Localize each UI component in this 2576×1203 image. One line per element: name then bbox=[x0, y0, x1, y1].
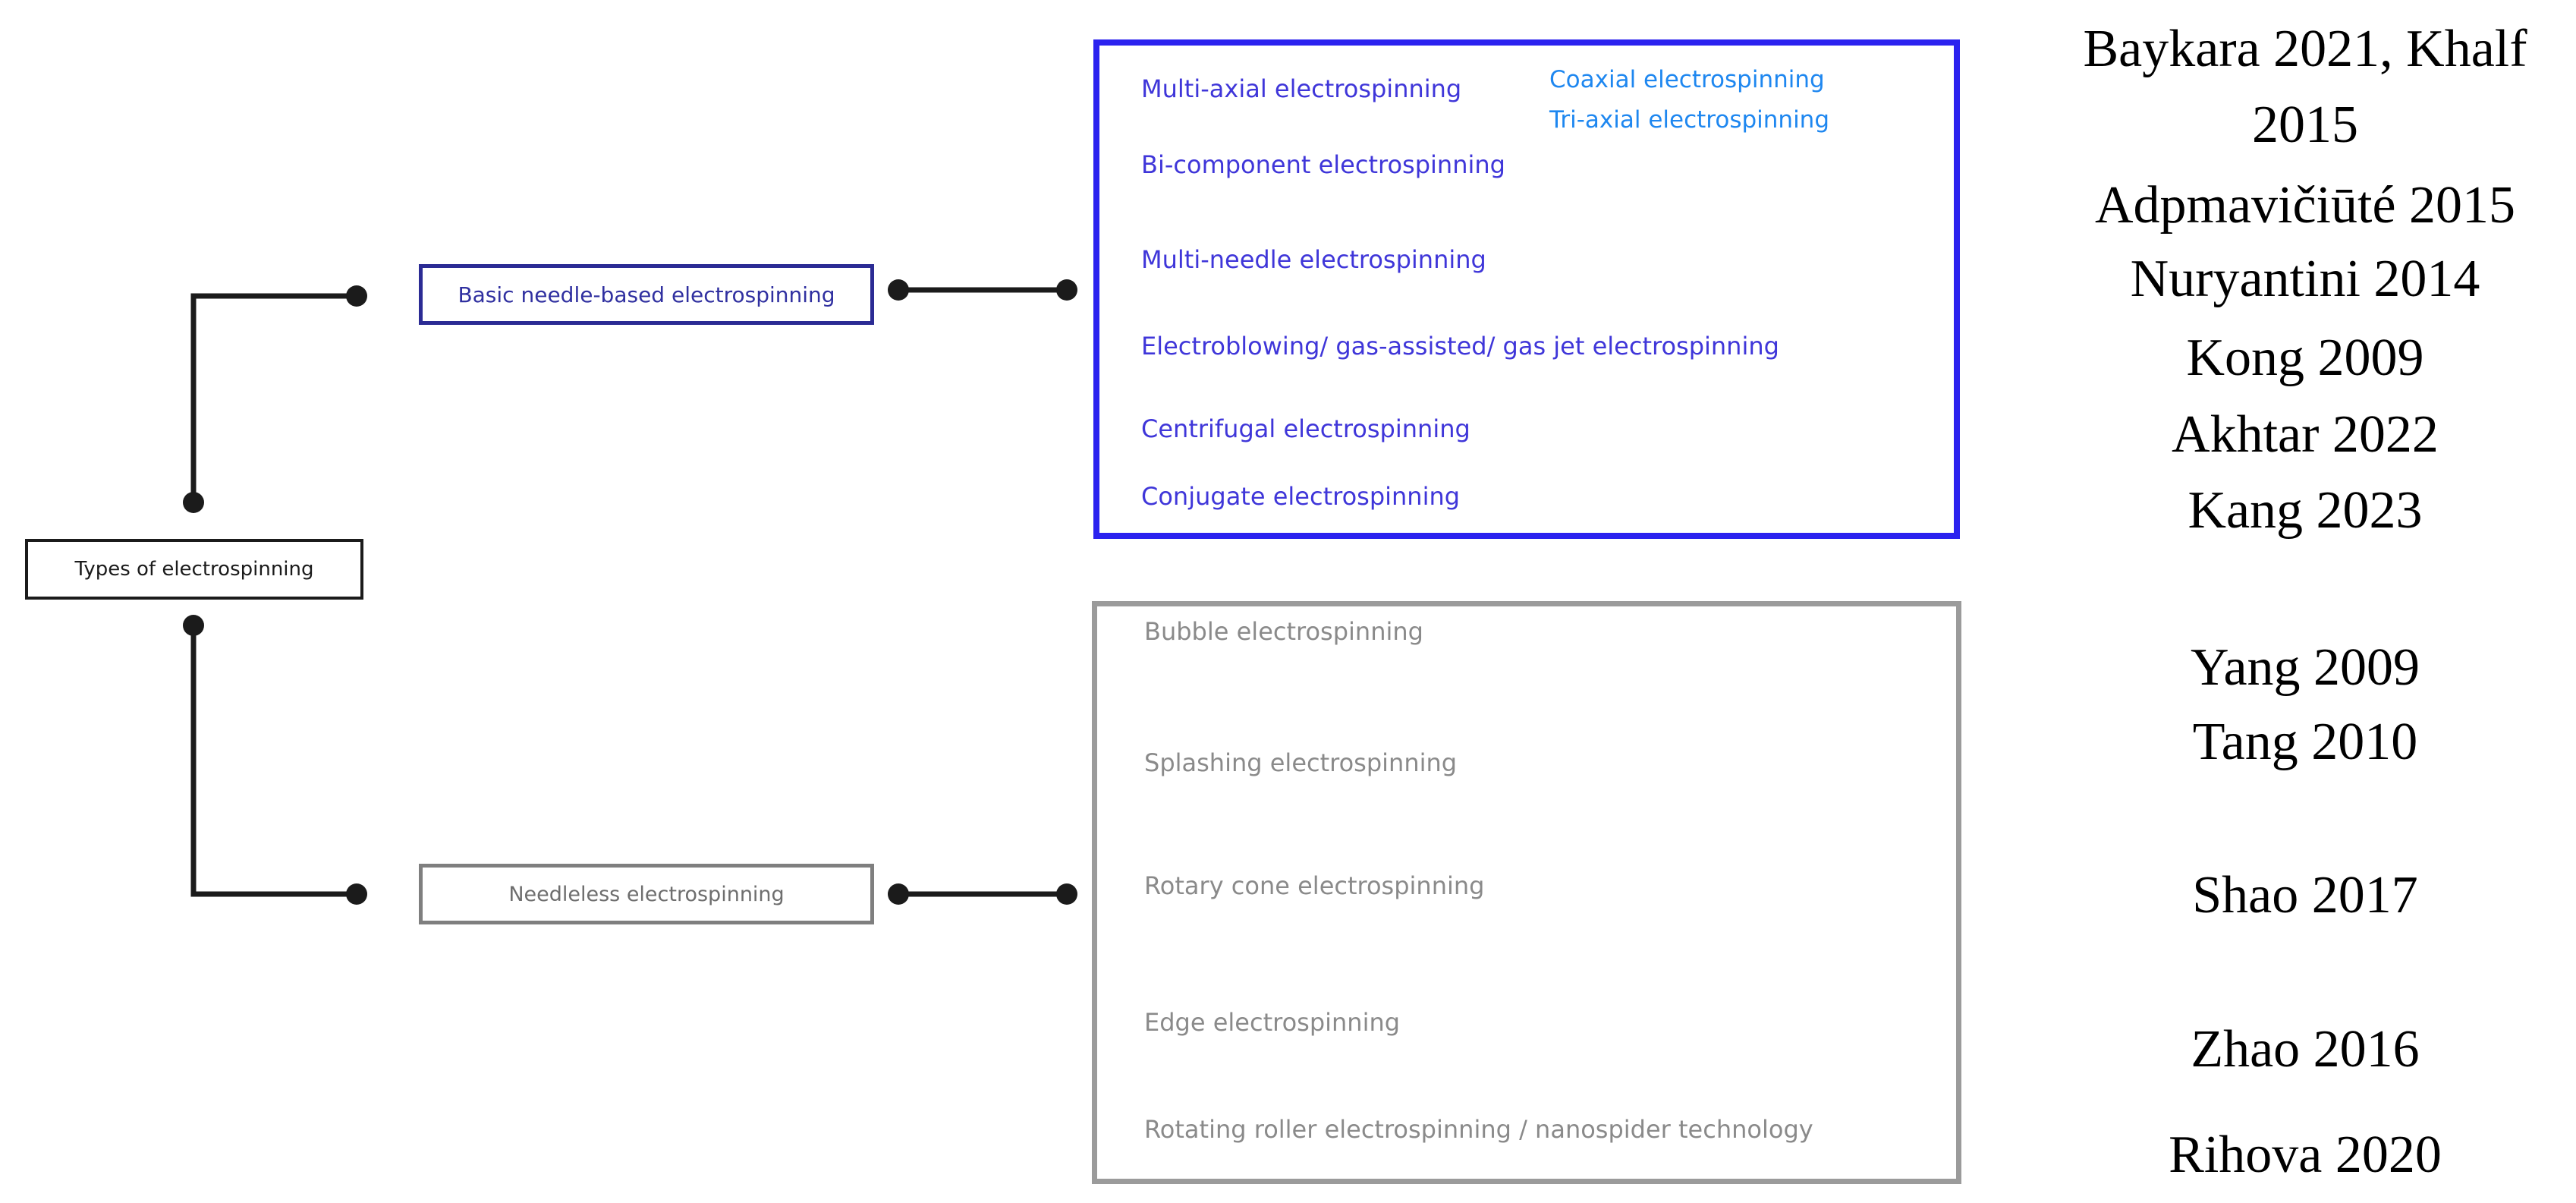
root-node-label: Types of electrospinning bbox=[74, 558, 314, 581]
node-basic-needle-based-electrospinning: Basic needle-based electrospinning bbox=[419, 264, 874, 325]
item-conjugate-electrospinning: Conjugate electrospinning bbox=[1141, 482, 1461, 511]
citation-adpmaviciute: Adpmavičiūté 2015 bbox=[2094, 176, 2516, 235]
item-splashing-electrospinning: Splashing electrospinning bbox=[1144, 748, 1458, 777]
node-needleless-electrospinning: Needleless electrospinning bbox=[419, 864, 874, 924]
branch-needle-label: Basic needle-based electrospinning bbox=[458, 282, 835, 307]
item-multi-needle-electrospinning: Multi-needle electrospinning bbox=[1141, 245, 1486, 274]
citation-tang: Tang 2010 bbox=[2192, 713, 2418, 771]
citation-baykara-khalf: Baykara 2021, Khalf 2015 bbox=[2083, 20, 2527, 154]
junction-dot bbox=[346, 285, 367, 307]
item-bubble-electrospinning: Bubble electrospinning bbox=[1144, 617, 1423, 646]
item-edge-electrospinning: Edge electrospinning bbox=[1144, 1008, 1401, 1037]
item-multi-axial-electrospinning: Multi-axial electrospinning bbox=[1141, 74, 1462, 103]
item-bi-component-electrospinning: Bi-component electrospinning bbox=[1141, 150, 1505, 179]
item-rotating-roller-nanospider: Rotating roller electrospinning / nanosp… bbox=[1144, 1115, 1813, 1144]
citation-shao: Shao 2017 bbox=[2192, 866, 2418, 924]
citation-kong: Kong 2009 bbox=[2186, 329, 2424, 387]
item-tri-axial-electrospinning: Tri-axial electrospinning bbox=[1549, 106, 1830, 134]
item-centrifugal-electrospinning: Centrifugal electrospinning bbox=[1141, 414, 1470, 443]
citation-akhtar: Akhtar 2022 bbox=[2172, 405, 2439, 464]
citation-zhao: Zhao 2016 bbox=[2191, 1020, 2420, 1079]
junction-dot bbox=[346, 883, 367, 905]
panel-needle-based-methods: Multi-axial electrospinning Coaxial elec… bbox=[1093, 39, 1960, 539]
citation-yang: Yang 2009 bbox=[2190, 638, 2420, 697]
citation-kang: Kang 2023 bbox=[2188, 481, 2423, 540]
junction-dot bbox=[183, 492, 204, 513]
junction-dot bbox=[1056, 883, 1077, 905]
branch-needleless-label: Needleless electrospinning bbox=[508, 882, 785, 906]
item-coaxial-electrospinning: Coaxial electrospinning bbox=[1549, 66, 1825, 93]
junction-dot bbox=[888, 279, 909, 301]
citation-rihova: Rihova 2020 bbox=[2169, 1126, 2442, 1184]
item-rotary-cone-electrospinning: Rotary cone electrospinning bbox=[1144, 871, 1485, 900]
panel-needleless-methods: Bubble electrospinning Splashing electro… bbox=[1092, 601, 1961, 1184]
citation-nuryantini: Nuryantini 2014 bbox=[2130, 250, 2480, 308]
junction-dot bbox=[888, 883, 909, 905]
item-electroblowing-gas-assisted: Electroblowing/ gas-assisted/ gas jet el… bbox=[1141, 332, 1779, 361]
root-node-types-of-electrospinning: Types of electrospinning bbox=[25, 539, 363, 600]
junction-dot bbox=[1056, 279, 1077, 301]
